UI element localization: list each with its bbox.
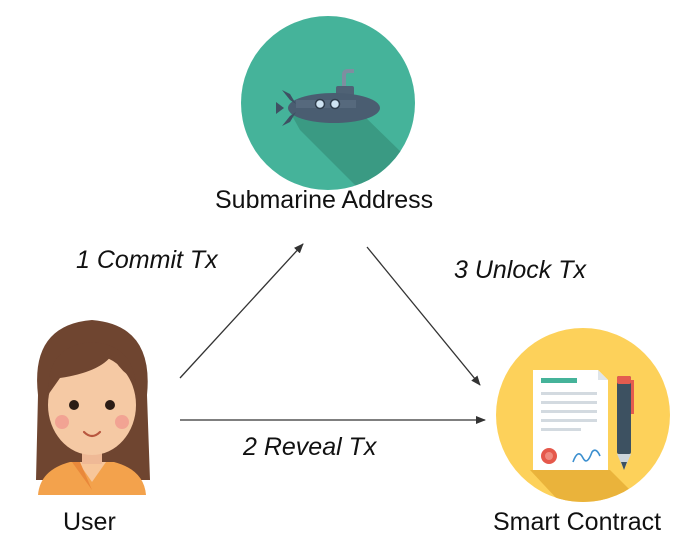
submarine-address-label: Submarine Address <box>215 186 434 214</box>
user-label: User <box>63 508 116 536</box>
user-avatar-icon <box>36 320 150 495</box>
smart-contract-label: Smart Contract <box>493 508 662 536</box>
reveal-tx-label: 2 Reveal Tx <box>243 433 377 461</box>
submarine-icon <box>241 16 415 190</box>
unlock-tx-label: 3 Unlock Tx <box>454 256 586 284</box>
unlock-arrow <box>366 246 481 386</box>
commit-tx-label: 1 Commit Tx <box>76 246 218 274</box>
contract-document-icon <box>496 328 670 502</box>
commit-arrow <box>179 243 304 379</box>
